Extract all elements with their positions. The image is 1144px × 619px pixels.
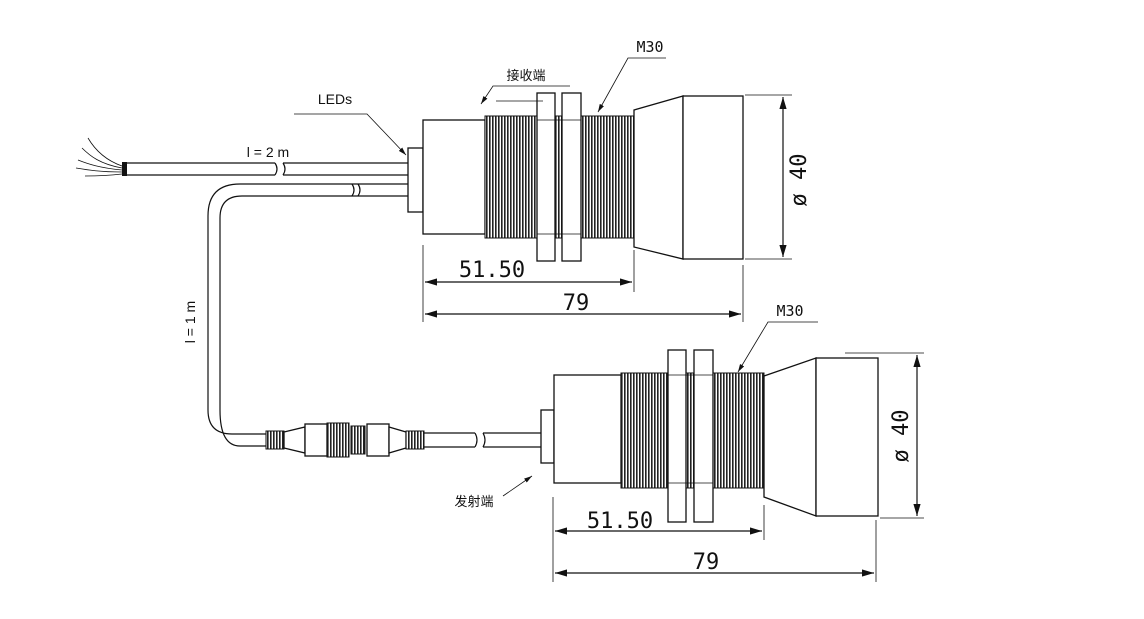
nut bbox=[667, 349, 687, 523]
cable-1m bbox=[207, 183, 408, 447]
leds-label: LEDs bbox=[318, 91, 352, 107]
thread bbox=[484, 115, 635, 239]
total-length-label: 79 bbox=[563, 291, 590, 316]
receiver-sensor: ø 40 51.50 79 接收端 M30 LEDs l = 2 m l = 1… bbox=[75, 38, 812, 447]
lens-cone bbox=[763, 357, 817, 517]
emitter-sensor: ø 40 51.50 79 M30 发射端 bbox=[454, 302, 924, 582]
nut bbox=[536, 92, 556, 262]
cable-connector bbox=[265, 422, 541, 458]
wire-fan bbox=[75, 137, 123, 177]
lens-face bbox=[815, 357, 879, 517]
thread-spec-label: M30 bbox=[776, 302, 803, 320]
cable-length-label: l = 2 m bbox=[247, 144, 289, 160]
thread-length-label: 51.50 bbox=[459, 258, 525, 283]
thread-spec-label: M30 bbox=[636, 38, 663, 56]
housing bbox=[553, 374, 622, 484]
lens-cone bbox=[633, 95, 684, 260]
nut bbox=[561, 92, 582, 262]
thread bbox=[620, 372, 765, 489]
nut bbox=[693, 349, 714, 523]
led-plate bbox=[540, 409, 555, 464]
cable-2m bbox=[122, 162, 408, 176]
diameter-label: ø 40 bbox=[787, 154, 812, 207]
led-plate bbox=[407, 147, 424, 213]
receiver-label: 接收端 bbox=[506, 68, 545, 83]
link-cable-length-label: l = 1 m bbox=[182, 301, 198, 343]
total-length-label: 79 bbox=[693, 550, 720, 575]
thread-length-label: 51.50 bbox=[587, 509, 653, 534]
emitter-label: 发射端 bbox=[454, 494, 493, 509]
lens-face bbox=[682, 95, 744, 260]
housing bbox=[422, 119, 486, 235]
diameter-label: ø 40 bbox=[889, 410, 914, 463]
